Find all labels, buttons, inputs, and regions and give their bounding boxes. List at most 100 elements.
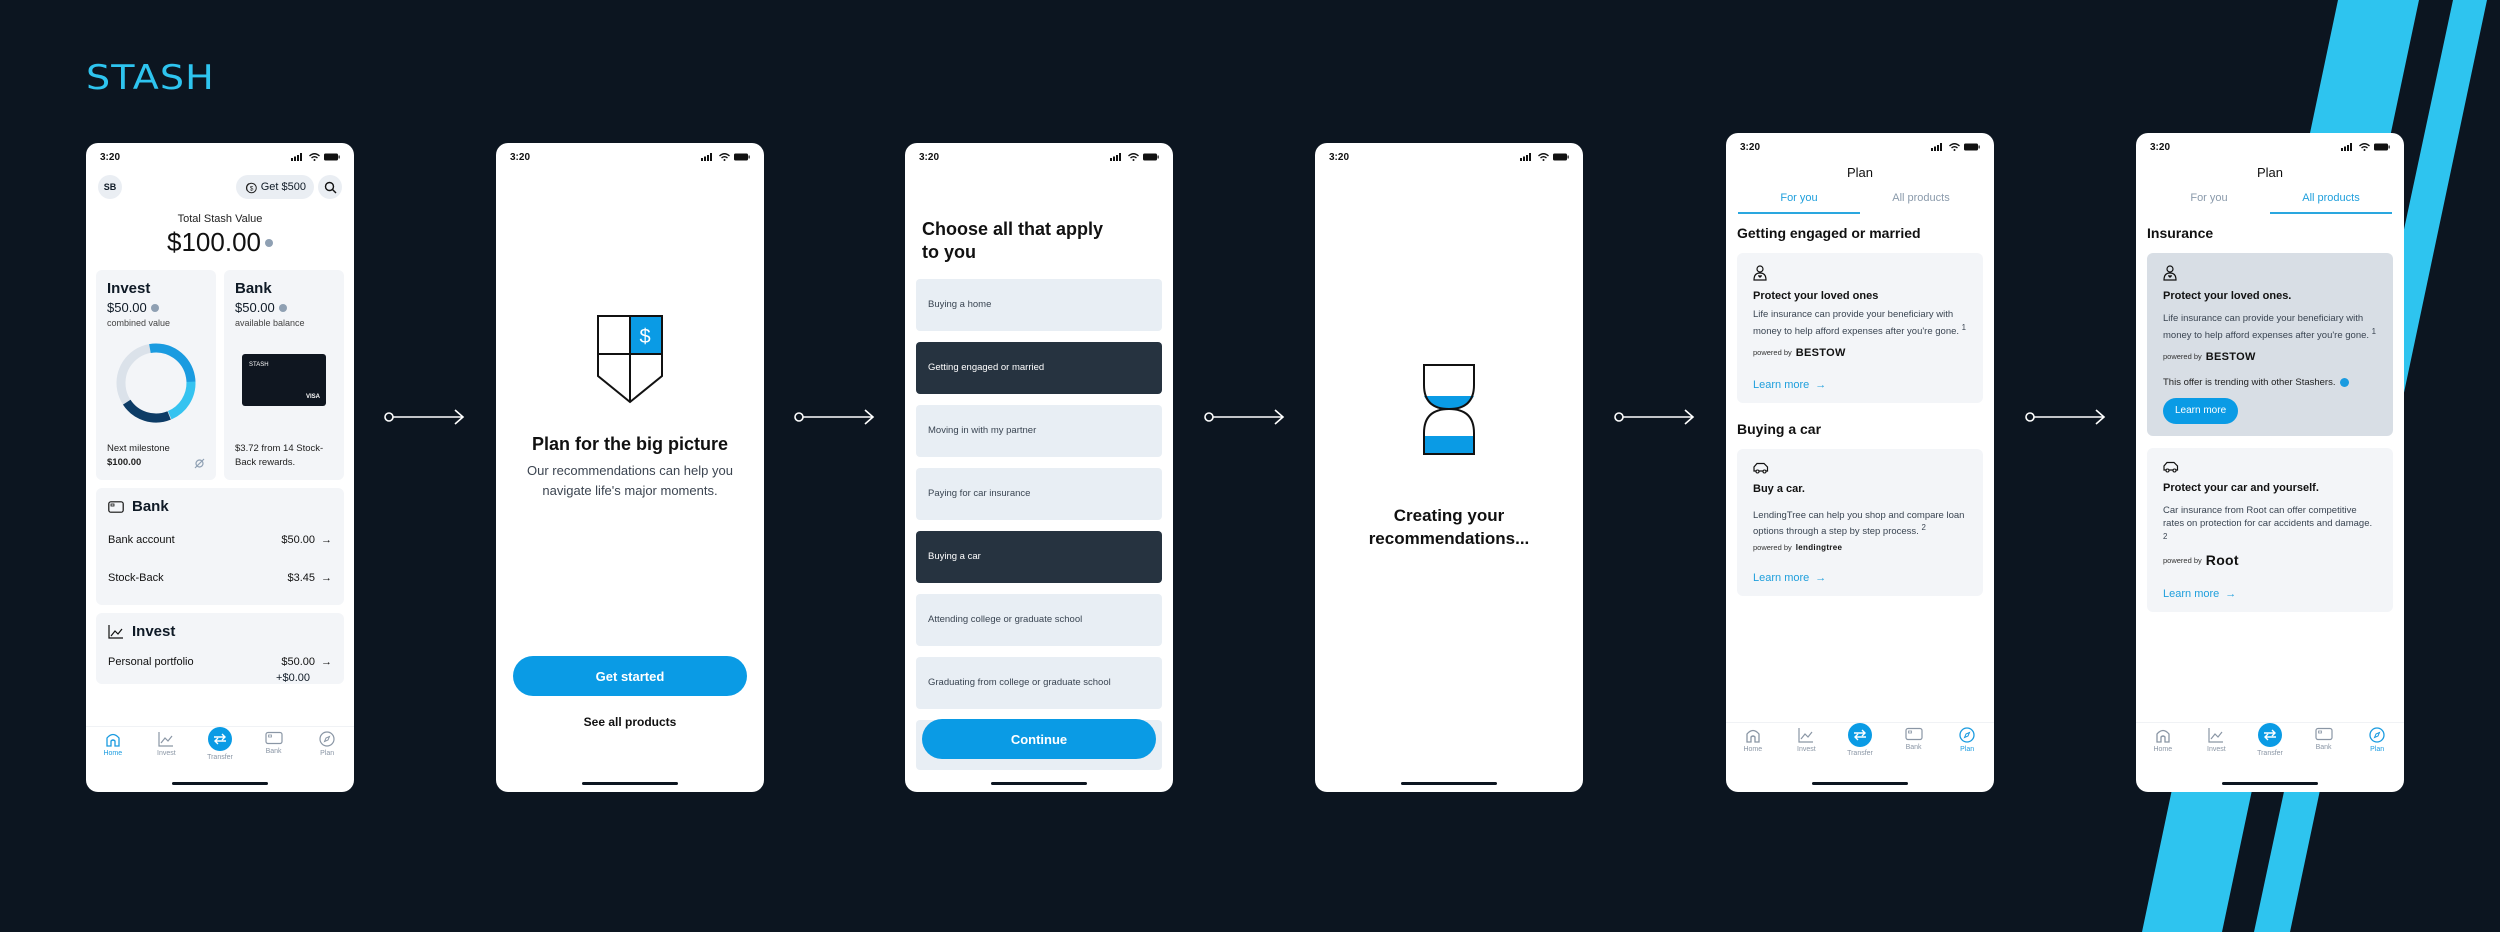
get-500-button[interactable]: $ Get $500 (235, 175, 314, 199)
plan-tabs: For you All products (2148, 186, 2392, 214)
tab-all-products[interactable]: All products (1892, 192, 1950, 204)
milestone-value: $100.00 (107, 457, 142, 469)
transfer-arrows-icon (213, 733, 226, 745)
info-icon[interactable] (150, 303, 159, 312)
compass-icon (2369, 727, 2385, 743)
nav-bank[interactable]: Bank (2300, 727, 2348, 751)
offer-card-buy-car[interactable]: Buy a car. LendingTree can help you shop… (1737, 448, 1983, 597)
tab-for-you[interactable]: For you (1738, 186, 1860, 214)
row-label: Bank account (108, 534, 175, 546)
arrow-right-icon: → (2225, 588, 2237, 601)
status-icons (701, 153, 750, 161)
learn-more-link[interactable]: Learn more → (2163, 588, 2377, 600)
bank-tile-amount: $50.00 (235, 300, 275, 315)
arrow-right-icon: → (321, 572, 332, 584)
option-moving-in[interactable]: Moving in with my partner (916, 404, 1162, 457)
milestone-label: Next milestone (107, 443, 170, 455)
battery-icon (324, 153, 340, 161)
nav-transfer[interactable]: Transfer (2246, 723, 2294, 757)
nav-home[interactable]: Home (89, 731, 137, 757)
offer-card-life-insurance[interactable]: Protect your loved ones Life insurance c… (1737, 253, 1983, 403)
hide-icon[interactable] (194, 458, 205, 469)
partner-logo-bestow: BESTOW (2205, 350, 2256, 363)
nav-transfer[interactable]: Transfer (196, 727, 244, 761)
offer-body: Life insurance can provide your benefici… (1753, 309, 1960, 337)
learn-more-label: Learn more (1753, 572, 1810, 585)
bank-account-row[interactable]: Bank account $50.00→ (108, 521, 332, 559)
stock-back-row[interactable]: Stock-Back $3.45→ (108, 559, 332, 597)
nav-label: Home (1743, 746, 1763, 753)
car-icon (2163, 461, 2179, 473)
nav-label: Home (2153, 746, 2173, 753)
nav-home[interactable]: Home (2139, 727, 2187, 753)
nav-bank[interactable]: Bank (1890, 727, 1938, 751)
nav-invest[interactable]: Invest (2192, 727, 2240, 753)
footnote: 2 (1921, 523, 1926, 533)
powered-by-label: powered by (2163, 352, 2202, 362)
portfolio-change: +$0.00 (276, 672, 310, 684)
bank-section-title: Bank (132, 498, 169, 515)
invest-tile-amount: $50.00 (107, 300, 147, 315)
home-icon (106, 733, 120, 747)
nav-transfer[interactable]: Transfer (1836, 723, 1884, 757)
learn-more-link[interactable]: Learn more→ (1753, 572, 1967, 584)
offer-body: Car insurance from Root can offer compet… (2163, 504, 2373, 530)
nav-label: Bank (265, 748, 282, 755)
nav-invest[interactable]: Invest (1782, 727, 1830, 753)
partner-logo-root: Root (2205, 552, 2239, 569)
avatar[interactable]: SB (98, 175, 122, 199)
invest-tile[interactable]: Invest $50.00 combined value Next milest… (96, 270, 216, 480)
powered-by-label: powered by (1753, 543, 1792, 553)
choose-title: Choose all that apply to you (922, 219, 1104, 263)
coins-icon: $ (245, 182, 257, 193)
option-buying-home[interactable]: Buying a home (916, 278, 1162, 331)
continue-button[interactable]: Continue (922, 719, 1156, 759)
option-engaged-married[interactable]: Getting engaged or married (916, 341, 1162, 394)
nav-bank[interactable]: Bank (250, 731, 298, 755)
tab-all-products[interactable]: All products (2270, 186, 2392, 214)
portfolio-donut-chart (116, 343, 196, 423)
status-time: 3:20 (1740, 141, 1761, 153)
nav-label: Bank (2315, 744, 2332, 751)
info-icon[interactable] (264, 238, 273, 247)
learn-more-link[interactable]: Learn more→ (1753, 379, 1967, 391)
row-value: $3.45 (287, 572, 315, 584)
search-button[interactable] (318, 175, 342, 199)
personal-portfolio-row[interactable]: Personal portfolio $50.00→ (108, 646, 332, 672)
invest-tile-sub: combined value (107, 318, 171, 328)
bank-tile-title: Bank (235, 280, 272, 297)
status-icons (291, 153, 340, 161)
option-graduating-college[interactable]: Graduating from college or graduate scho… (916, 656, 1162, 709)
nav-plan[interactable]: Plan (2353, 727, 2401, 753)
option-car-insurance[interactable]: Paying for car insurance (916, 467, 1162, 520)
footnote: 2 (2163, 532, 2168, 542)
nav-home[interactable]: Home (1729, 727, 1777, 753)
flow-arrow-icon (1614, 409, 1695, 425)
bank-section: Bank Bank account $50.00→ Stock-Back $3.… (96, 488, 344, 605)
learn-more-button[interactable]: Learn more (2163, 397, 2239, 424)
compass-icon (319, 731, 335, 747)
battery-icon (1143, 153, 1159, 161)
nav-invest[interactable]: Invest (142, 731, 190, 757)
option-buying-car[interactable]: Buying a car (916, 530, 1162, 583)
tab-for-you[interactable]: For you (2190, 192, 2228, 204)
phone-plan-all-products-screen: 3:20 Plan For you All products Insurance… (2136, 133, 2404, 792)
nav-plan[interactable]: Plan (303, 731, 351, 757)
wifi-icon (309, 153, 320, 161)
info-icon[interactable] (2339, 377, 2349, 387)
total-stash-label: Total Stash Value (177, 213, 263, 225)
learn-more-label: Learn more (2163, 588, 2220, 601)
see-all-products-link[interactable]: See all products (583, 715, 677, 729)
phone-plan-intro-screen: 3:20 $ Plan for the big picture Our reco… (496, 143, 764, 792)
offer-card-car-insurance[interactable]: Protect your car and yourself. Car insur… (2147, 447, 2393, 613)
get-started-button[interactable]: Get started (513, 656, 747, 696)
wifi-icon (1128, 153, 1139, 161)
bank-tile[interactable]: Bank $50.00 available balance STASH VISA… (224, 270, 344, 480)
battery-icon (1964, 143, 1980, 151)
info-icon[interactable] (278, 303, 287, 312)
nav-plan[interactable]: Plan (1943, 727, 1991, 753)
row-label: Personal portfolio (108, 656, 194, 668)
chart-line-icon (158, 732, 174, 747)
offer-card-life-insurance[interactable]: Protect your loved ones. Life insurance … (2147, 253, 2393, 436)
option-attending-college[interactable]: Attending college or graduate school (916, 593, 1162, 646)
